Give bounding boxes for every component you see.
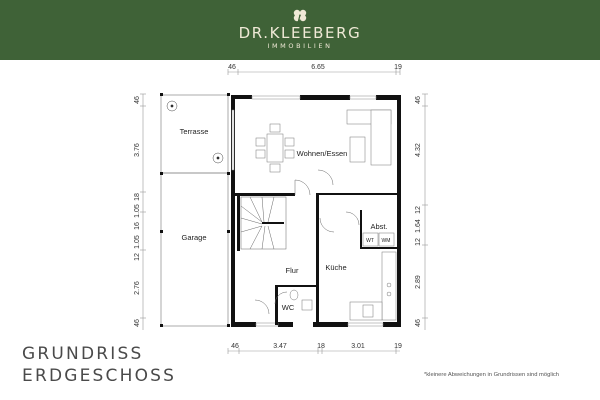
brand-header: DR.KLEEBERG IMMOBILIEN xyxy=(0,0,600,60)
dim-right-2: 4.32 xyxy=(415,143,422,157)
wc-fixtures xyxy=(289,289,313,311)
label-wt: WT xyxy=(366,238,374,244)
dim-bottom-5: 19 xyxy=(394,343,402,350)
room-label-kueche: Küche xyxy=(325,263,346,272)
dimension-right xyxy=(422,93,428,330)
label-wm: WM xyxy=(382,238,391,244)
dim-bottom-3: 18 xyxy=(317,343,325,350)
room-label-wc: WC xyxy=(282,303,295,312)
exterior-walls xyxy=(231,95,401,327)
title-line-1: GRUNDRISS xyxy=(22,344,144,364)
dining-table xyxy=(255,123,295,173)
room-label-terrasse: Terrasse xyxy=(180,127,209,136)
windows xyxy=(231,95,384,327)
room-label-garage: Garage xyxy=(181,233,206,242)
dimension-left xyxy=(140,93,146,330)
dim-left-6: 1.05 xyxy=(134,235,141,249)
interior-walls xyxy=(235,193,398,327)
dimension-top xyxy=(227,69,401,75)
brand-name: DR.KLEEBERG xyxy=(238,24,362,42)
terrace-garage-outline xyxy=(160,94,229,327)
room-label-wohnen: Wohnen/Essen xyxy=(297,149,348,158)
dim-top-2: 6.65 xyxy=(311,64,325,71)
dim-left-8: 2.76 xyxy=(134,281,141,295)
disclaimer-note: *kleinere Abweichungen in Grundrissen si… xyxy=(424,372,560,378)
dim-left-2: 3.76 xyxy=(134,143,141,157)
brand-subtitle: IMMOBILIEN xyxy=(267,42,333,50)
dim-left-9: 46 xyxy=(134,319,141,327)
plant-icon xyxy=(166,100,224,164)
dim-left-4: 1.05 xyxy=(134,204,141,218)
door-swings xyxy=(254,169,360,315)
dim-right-6: 2.89 xyxy=(415,275,422,289)
sofa xyxy=(346,109,392,166)
dim-right-4: 1.64 xyxy=(415,219,422,233)
room-label-abst: Abst. xyxy=(370,222,387,231)
dim-bottom-2: 3.47 xyxy=(273,343,287,350)
outline-posts xyxy=(160,93,230,327)
dim-right-1: 46 xyxy=(415,96,422,104)
clover-icon xyxy=(293,9,307,24)
staircase xyxy=(240,196,287,250)
room-label-flur: Flur xyxy=(286,266,299,275)
kitchen-counter xyxy=(349,251,397,321)
dim-bottom-1: 46 xyxy=(231,343,239,350)
title-line-2: ERDGESCHOSS xyxy=(22,366,177,386)
dim-bottom-4: 3.01 xyxy=(351,343,365,350)
dim-left-5: 16 xyxy=(134,222,141,230)
laundry-boxes xyxy=(362,232,395,247)
dim-left-1: 46 xyxy=(134,96,141,104)
dimension-bottom xyxy=(227,348,400,354)
dim-left-7: 12 xyxy=(134,253,141,261)
dim-left-3: 18 xyxy=(134,193,141,201)
dim-top-1: 46 xyxy=(228,64,236,71)
dim-right-5: 12 xyxy=(415,238,422,246)
dim-right-7: 46 xyxy=(415,319,422,327)
dim-top-3: 19 xyxy=(394,64,402,71)
dim-right-3: 12 xyxy=(415,206,422,214)
